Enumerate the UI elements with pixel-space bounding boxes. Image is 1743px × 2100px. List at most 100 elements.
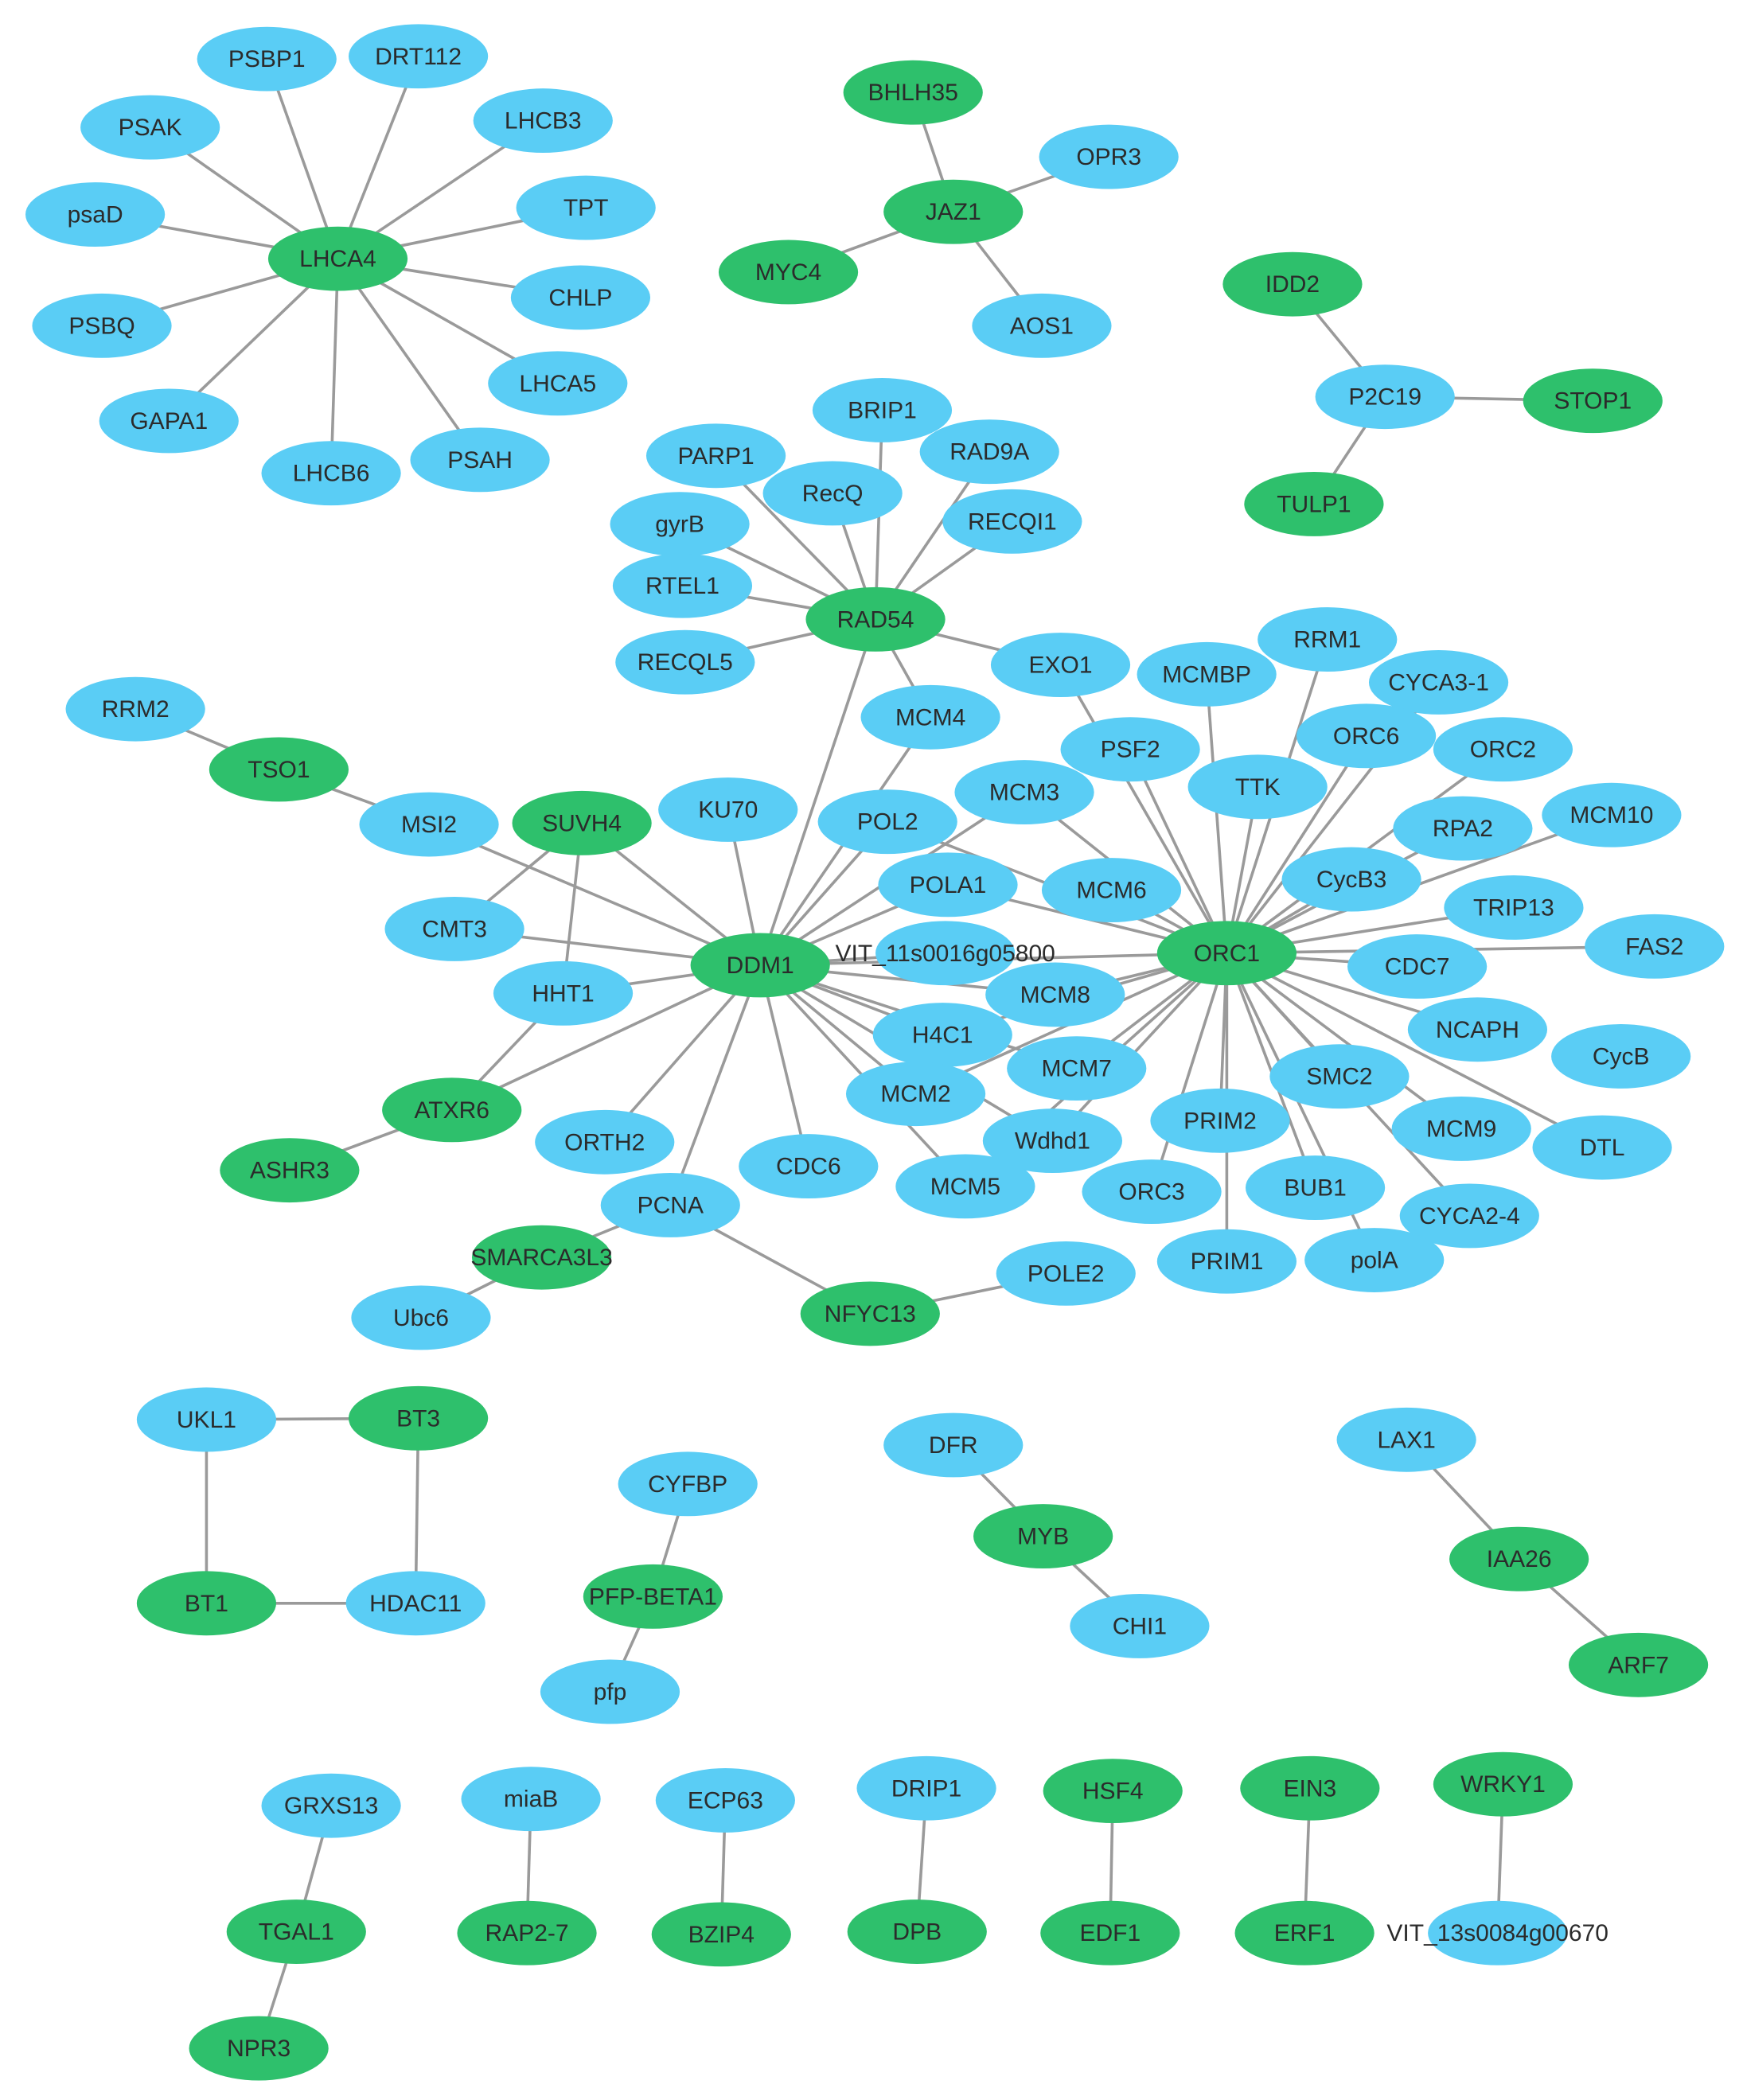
- node-pcna[interactable]: PCNA: [600, 1173, 740, 1237]
- node-orth2[interactable]: ORTH2: [535, 1109, 675, 1175]
- node-bub1[interactable]: BUB1: [1245, 1155, 1386, 1220]
- node-cyca3-1[interactable]: CYCA3-1: [1368, 650, 1509, 715]
- node-hsf4[interactable]: HSF4: [1043, 1759, 1183, 1824]
- node-edf1[interactable]: EDF1: [1040, 1900, 1180, 1966]
- node-rrm1[interactable]: RRM1: [1258, 607, 1398, 672]
- node-idd2[interactable]: IDD2: [1222, 251, 1363, 317]
- node-iaa26[interactable]: IAA26: [1449, 1526, 1589, 1592]
- node-mcm6[interactable]: MCM6: [1041, 858, 1182, 923]
- node-tso1[interactable]: TSO1: [209, 737, 349, 802]
- node-lax1[interactable]: LAX1: [1336, 1407, 1476, 1472]
- node-orc1[interactable]: ORC1: [1156, 921, 1297, 986]
- node-lhcb3[interactable]: LHCB3: [473, 88, 613, 154]
- node-recql5[interactable]: RECQL5: [615, 629, 755, 695]
- node-cdc7[interactable]: CDC7: [1347, 934, 1488, 999]
- node-smc2[interactable]: SMC2: [1269, 1044, 1410, 1109]
- node-mcmbp[interactable]: MCMBP: [1137, 641, 1277, 707]
- node-cycb3[interactable]: CycB3: [1281, 847, 1421, 912]
- node-pol2[interactable]: POL2: [817, 789, 957, 855]
- node-cyfbp[interactable]: CYFBP: [618, 1451, 758, 1517]
- node-stop1[interactable]: STOP1: [1523, 368, 1663, 434]
- node-parp1[interactable]: PARP1: [645, 423, 786, 489]
- node-ku70[interactable]: KU70: [658, 777, 798, 842]
- node-msi2[interactable]: MSI2: [359, 792, 499, 857]
- node-rap2-7[interactable]: RAP2-7: [457, 1900, 597, 1966]
- node-lhca5[interactable]: LHCA5: [488, 351, 628, 416]
- node-vit-13s0084g00670[interactable]: VIT_13s0084g00670: [1386, 1900, 1608, 1966]
- node-ecp63[interactable]: ECP63: [655, 1767, 795, 1833]
- node-wdhd1[interactable]: Wdhd1: [982, 1108, 1123, 1174]
- node-cdc6[interactable]: CDC6: [739, 1134, 879, 1199]
- node-psbq[interactable]: PSBQ: [32, 293, 172, 358]
- node-cmt3[interactable]: CMT3: [384, 896, 524, 961]
- node-ttk[interactable]: TTK: [1187, 754, 1328, 820]
- node-bt3[interactable]: BT3: [348, 1385, 489, 1451]
- node-gapa1[interactable]: GAPA1: [99, 388, 239, 454]
- node-mcm5[interactable]: MCM5: [895, 1154, 1035, 1219]
- node-nfyc13[interactable]: NFYC13: [800, 1281, 940, 1346]
- node-suvh4[interactable]: SUVH4: [512, 790, 652, 855]
- node-orc6[interactable]: ORC6: [1297, 703, 1437, 769]
- node-lhca4[interactable]: LHCA4: [267, 226, 408, 291]
- node-mcm8[interactable]: MCM8: [985, 962, 1125, 1027]
- node-mcm7[interactable]: MCM7: [1007, 1036, 1147, 1101]
- node-exo1[interactable]: EXO1: [990, 633, 1131, 697]
- node-psah[interactable]: PSAH: [410, 427, 550, 493]
- node-ukl1[interactable]: UKL1: [136, 1387, 277, 1452]
- node-tpt[interactable]: TPT: [516, 175, 656, 240]
- node-smarca3l3[interactable]: SMARCA3L3: [470, 1225, 613, 1290]
- node-rad9a[interactable]: RAD9A: [919, 419, 1059, 485]
- node-pola[interactable]: polA: [1304, 1228, 1445, 1292]
- node-mcm4[interactable]: MCM4: [860, 684, 1000, 750]
- node-dfr[interactable]: DFR: [883, 1412, 1024, 1478]
- node-miab[interactable]: miaB: [461, 1767, 601, 1832]
- node-brip1[interactable]: BRIP1: [812, 378, 953, 442]
- node-dtl[interactable]: DTL: [1532, 1115, 1672, 1180]
- node-lhcb6[interactable]: LHCB6: [261, 441, 401, 506]
- node-h4c1[interactable]: H4C1: [872, 1003, 1012, 1067]
- node-trip13[interactable]: TRIP13: [1444, 875, 1584, 940]
- node-mcm3[interactable]: MCM3: [954, 760, 1094, 825]
- node-tgal1[interactable]: TGAL1: [226, 1899, 366, 1964]
- node-vit-11s0016g05800[interactable]: VIT_11s0016g05800: [835, 921, 1055, 986]
- node-orc3[interactable]: ORC3: [1082, 1159, 1222, 1225]
- node-psad[interactable]: psaD: [25, 182, 166, 247]
- node-mcm10[interactable]: MCM10: [1542, 782, 1682, 847]
- node-pfp[interactable]: pfp: [540, 1659, 680, 1724]
- node-ashr3[interactable]: ASHR3: [220, 1138, 360, 1203]
- node-pola1[interactable]: POLA1: [878, 852, 1018, 918]
- node-erf1[interactable]: ERF1: [1234, 1900, 1375, 1966]
- node-orc2[interactable]: ORC2: [1433, 717, 1573, 782]
- node-drip1[interactable]: DRIP1: [856, 1755, 996, 1821]
- node-recq[interactable]: RecQ: [762, 461, 903, 526]
- node-chi1[interactable]: CHI1: [1070, 1593, 1210, 1658]
- node-ddm1[interactable]: DDM1: [690, 933, 830, 998]
- node-myc4[interactable]: MYC4: [718, 240, 859, 305]
- node-drt112[interactable]: DRT112: [348, 24, 489, 89]
- node-pole2[interactable]: POLE2: [996, 1241, 1136, 1306]
- node-hht1[interactable]: HHT1: [493, 960, 634, 1026]
- node-rrm2[interactable]: RRM2: [65, 676, 205, 742]
- node-pfp-beta1[interactable]: PFP-BETA1: [583, 1564, 723, 1629]
- node-psbp1[interactable]: PSBP1: [197, 26, 337, 92]
- node-chlp[interactable]: CHLP: [510, 265, 651, 330]
- node-myb[interactable]: MYB: [973, 1504, 1113, 1568]
- node-jaz1[interactable]: JAZ1: [883, 179, 1024, 244]
- node-prim1[interactable]: PRIM1: [1156, 1229, 1297, 1294]
- node-dpb[interactable]: DPB: [847, 1899, 987, 1964]
- node-cycb[interactable]: CycB: [1551, 1024, 1691, 1089]
- node-ncaph[interactable]: NCAPH: [1407, 997, 1548, 1062]
- node-bhlh35[interactable]: BHLH35: [843, 60, 983, 125]
- node-opr3[interactable]: OPR3: [1039, 124, 1179, 189]
- node-mcm9[interactable]: MCM9: [1391, 1097, 1531, 1161]
- node-p2c19[interactable]: P2C19: [1315, 364, 1455, 430]
- node-wrky1[interactable]: WRKY1: [1433, 1751, 1573, 1817]
- node-cyca2-4[interactable]: CYCA2-4: [1399, 1183, 1539, 1249]
- node-bt1[interactable]: BT1: [136, 1571, 277, 1636]
- node-rad54[interactable]: RAD54: [805, 586, 946, 652]
- node-aos1[interactable]: AOS1: [972, 293, 1112, 358]
- node-psak[interactable]: PSAK: [80, 95, 220, 160]
- node-grxs13[interactable]: GRXS13: [261, 1773, 401, 1838]
- node-ein3[interactable]: EIN3: [1240, 1755, 1380, 1821]
- node-npr3[interactable]: NPR3: [189, 2016, 329, 2081]
